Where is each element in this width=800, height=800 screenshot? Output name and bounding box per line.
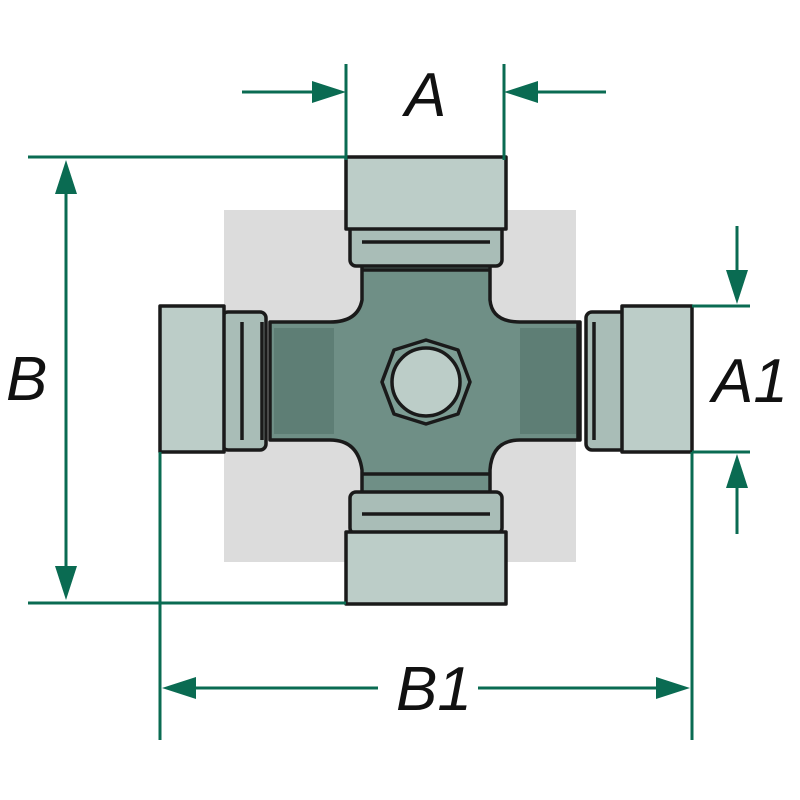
right-bearing-cap	[576, 304, 694, 454]
dimension-label-b1: B1	[396, 655, 472, 724]
grease-nipple-hex-icon	[380, 338, 472, 426]
left-arm-shade	[274, 328, 334, 434]
dimension-label-a1: A1	[708, 347, 788, 416]
bottom-bearing-cap	[344, 472, 508, 606]
universal-joint-cross-icon	[158, 155, 694, 606]
dimension-label-b: B	[6, 345, 47, 414]
right-arm-shade	[520, 328, 576, 434]
top-bearing-cap	[344, 155, 508, 272]
dimension-label-a: A	[401, 61, 446, 130]
left-bearing-cap	[158, 304, 268, 454]
dimension-lines	[28, 64, 750, 740]
